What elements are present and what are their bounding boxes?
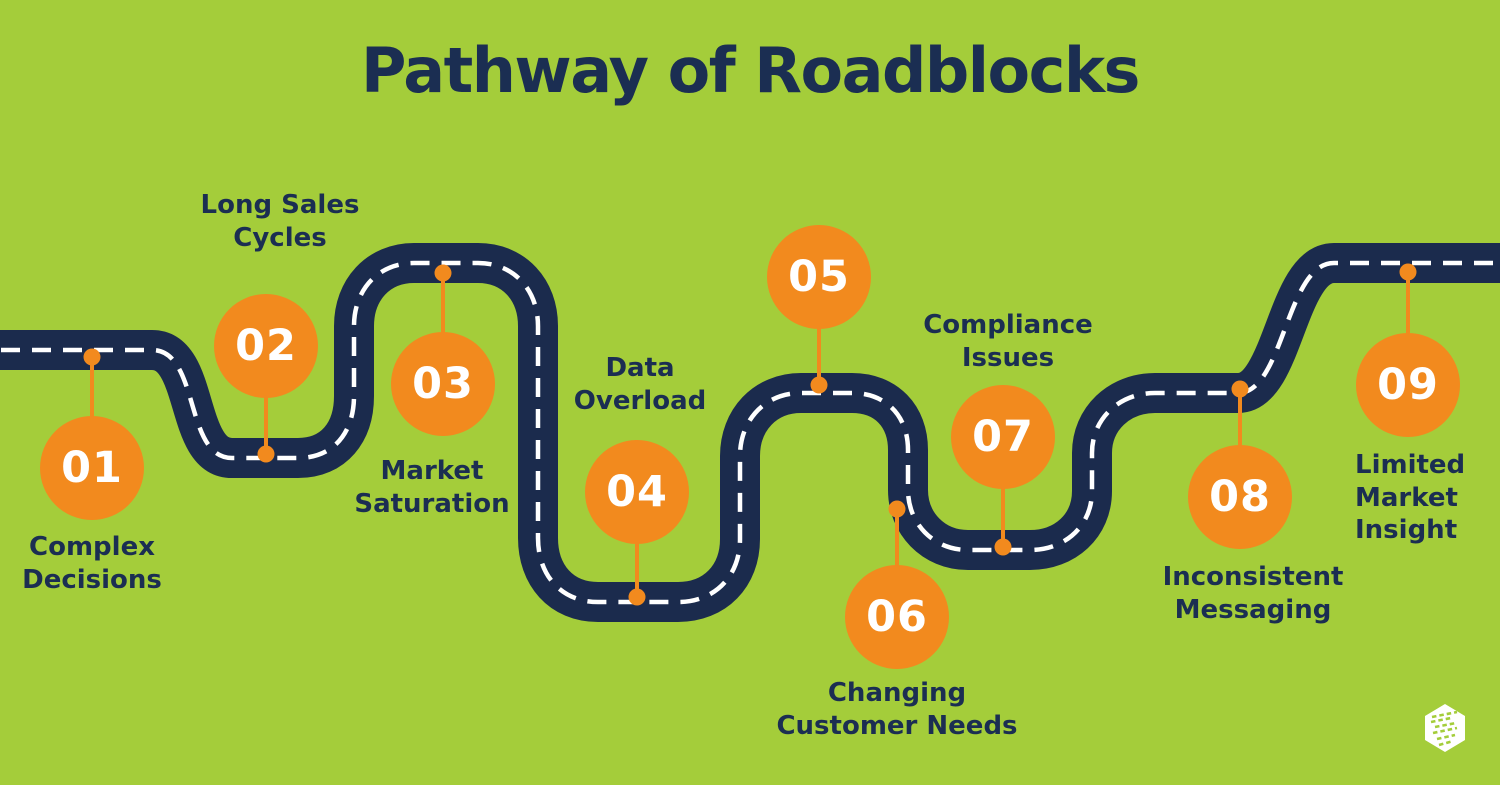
roadblock-label: Changing Customer Needs bbox=[776, 678, 1018, 741]
roadblock-number-badge: 02 bbox=[214, 294, 318, 398]
roadblock-number-badge: 07 bbox=[951, 385, 1055, 489]
road-center-line bbox=[0, 260, 1500, 605]
roadblock-label: Inconsistent Messaging bbox=[1162, 562, 1344, 625]
roadblock-label: Market Saturation bbox=[354, 456, 510, 519]
roadblock-number-badge: 04 bbox=[585, 440, 689, 544]
roadblock-number-badge: 05 bbox=[767, 225, 871, 329]
roadblock-number-badge: 01 bbox=[40, 416, 144, 520]
marker-dot bbox=[628, 588, 646, 606]
roadblock-number-badge: 09 bbox=[1356, 333, 1460, 437]
roadblock-number-badge: 06 bbox=[845, 565, 949, 669]
marker-dot bbox=[1399, 263, 1417, 281]
marker-dot bbox=[257, 445, 275, 463]
roadblock-label: Complex Decisions bbox=[22, 532, 162, 595]
hexagon-logo-icon bbox=[1425, 704, 1465, 752]
roadblock-number-badge: 08 bbox=[1188, 445, 1292, 549]
roadblock-label: Limited Market Insight bbox=[1355, 450, 1466, 545]
marker-dots bbox=[83, 263, 1417, 606]
logo-hexagon-shape bbox=[1425, 704, 1465, 752]
roadblock-number-badge: 03 bbox=[391, 332, 495, 436]
roadblock-label: Compliance Issues bbox=[923, 310, 1093, 373]
marker-dot bbox=[434, 264, 452, 282]
marker-dot bbox=[994, 538, 1012, 556]
roadblock-label: Data Overload bbox=[573, 353, 707, 416]
marker-dot bbox=[888, 500, 906, 518]
roadblock-label: Long Sales Cycles bbox=[200, 190, 360, 253]
page-title: Pathway of Roadblocks bbox=[361, 34, 1140, 107]
marker-dot bbox=[1231, 380, 1249, 398]
marker-dot bbox=[810, 376, 828, 394]
logo-hatch-lines bbox=[1430, 710, 1458, 747]
marker-dot bbox=[83, 348, 101, 366]
